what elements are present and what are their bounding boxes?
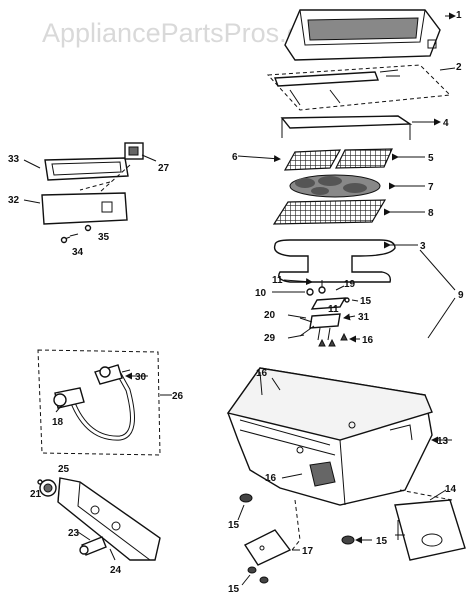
rock-grate-part <box>272 199 387 225</box>
callout-9: 9 <box>458 290 464 301</box>
callout-21: 21 <box>30 489 42 500</box>
callout-13: 13 <box>437 436 449 447</box>
callout-7: 7 <box>428 182 434 193</box>
firebox-part <box>226 367 433 506</box>
callout-3: 3 <box>420 241 426 252</box>
callout-15-c: 15 <box>376 536 388 547</box>
callout-25: 25 <box>58 464 70 475</box>
callout-27: 27 <box>158 163 170 174</box>
callout-23: 23 <box>68 528 80 539</box>
control-panel-part <box>41 192 128 225</box>
callout-29: 29 <box>264 333 276 344</box>
callout-34: 34 <box>72 247 84 258</box>
igniter-bracket-part <box>310 286 350 310</box>
hose-regulator-part <box>37 349 161 456</box>
callout-35: 35 <box>98 232 110 243</box>
callout-20: 20 <box>264 310 276 321</box>
grease-tray-part <box>394 489 466 561</box>
callout-14: 14 <box>445 484 457 495</box>
callout-24: 24 <box>110 565 122 576</box>
lava-rock-part <box>289 174 381 198</box>
callout-16-b: 16 <box>256 368 268 379</box>
control-knob-part <box>124 142 144 160</box>
callout-4: 4 <box>443 118 449 129</box>
callout-19: 19 <box>344 279 356 290</box>
callout-11-b: 11 <box>328 304 339 315</box>
burner-part <box>273 239 396 283</box>
callout-11: 11 <box>272 275 283 286</box>
callout-10: 10 <box>255 288 267 299</box>
callout-33: 33 <box>8 154 20 165</box>
callout-32: 32 <box>8 195 20 206</box>
callout-6: 6 <box>232 152 238 163</box>
knob-screw-part <box>60 224 92 244</box>
callout-30: 30 <box>135 372 147 383</box>
igniter-button-part <box>79 536 107 556</box>
valve-manifold-part <box>57 477 161 561</box>
callout-17: 17 <box>302 546 314 557</box>
callout-labels: 1 2 4 6 5 7 8 3 9 11 10 19 15 11 20 31 2… <box>8 10 464 595</box>
callout-8: 8 <box>428 208 434 219</box>
lid-part <box>284 9 441 61</box>
mounting-bracket-part <box>243 529 292 584</box>
lid-handle-part <box>266 64 452 111</box>
callout-1: 1 <box>456 10 462 21</box>
callout-31: 31 <box>358 312 370 323</box>
igniter-electrode-part <box>299 313 348 347</box>
callout-5: 5 <box>428 153 434 164</box>
callout-16-c: 16 <box>265 473 277 484</box>
callout-15-b: 15 <box>228 520 240 531</box>
control-panel-frame-part <box>44 157 129 181</box>
warming-rack-part <box>280 115 413 140</box>
callout-16-a: 16 <box>362 335 374 346</box>
ignition-knob-part <box>37 479 57 497</box>
callout-18: 18 <box>52 417 64 428</box>
callout-2: 2 <box>456 62 462 73</box>
callout-15-d: 15 <box>228 584 240 595</box>
callout-26: 26 <box>172 391 184 402</box>
cooking-grate-part <box>283 148 393 171</box>
foot-part <box>239 493 355 545</box>
callout-15-a: 15 <box>360 296 372 307</box>
